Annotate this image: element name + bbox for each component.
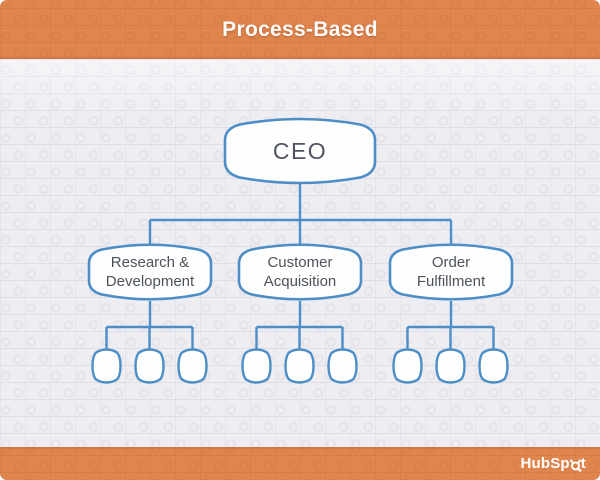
node-shape xyxy=(478,348,509,384)
connector-lines xyxy=(105,184,495,351)
dept-node-customer-acquisition: Customer Acquisition xyxy=(237,243,363,301)
sub-node xyxy=(177,348,208,384)
hubspot-sprocket-icon xyxy=(569,459,582,472)
node-shape xyxy=(392,348,423,384)
node-shape xyxy=(87,243,213,301)
header-bar: Process-Based xyxy=(0,0,600,59)
node-shape xyxy=(435,348,466,384)
sub-node xyxy=(134,348,165,384)
dept-node-order-fulfillment: Order Fulfillment xyxy=(388,243,514,301)
node-shape xyxy=(177,348,208,384)
hubspot-logo: HubSp t xyxy=(520,455,586,472)
node-shape xyxy=(134,348,165,384)
org-chart-canvas: CEO Research & Development Customer Acqu… xyxy=(0,59,600,447)
sub-node xyxy=(284,348,315,384)
sub-node xyxy=(241,348,272,384)
node-label: CEO xyxy=(272,137,328,164)
node-label: Research & Development xyxy=(105,254,195,290)
node-shape xyxy=(327,348,358,384)
dept-node-research-development: Research & Development xyxy=(87,243,213,301)
sub-node xyxy=(91,348,122,384)
ceo-node: CEO xyxy=(223,117,377,185)
node-shape xyxy=(284,348,315,384)
sub-node xyxy=(327,348,358,384)
node-shape xyxy=(241,348,272,384)
node-shape xyxy=(91,348,122,384)
page-title: Process-Based xyxy=(222,17,378,41)
footer-bar: HubSp t xyxy=(0,447,600,480)
sub-node xyxy=(478,348,509,384)
node-label: Customer Acquisition xyxy=(263,254,337,290)
sub-node xyxy=(435,348,466,384)
node-shape xyxy=(223,117,377,185)
node-shape xyxy=(388,243,514,301)
logo-text-prefix: HubSp xyxy=(520,455,570,472)
sub-node xyxy=(392,348,423,384)
node-label: Order Fulfillment xyxy=(416,254,486,290)
logo-text-suffix: t xyxy=(580,455,586,472)
node-shape xyxy=(237,243,363,301)
